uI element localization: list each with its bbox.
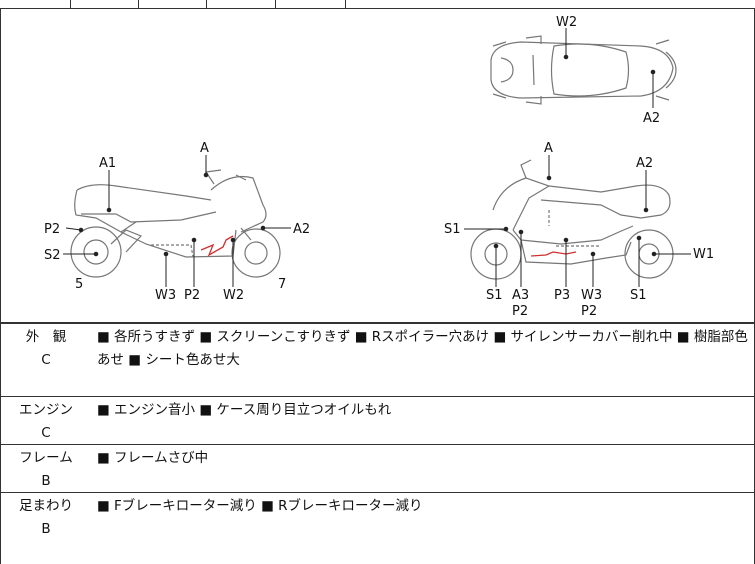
category-label: エンジン (19, 402, 73, 418)
label-right-w1: W1 (693, 247, 714, 262)
label-top-a2: A2 (643, 111, 660, 126)
row-category: エンジン C (1, 397, 91, 445)
grade-label: C (41, 425, 51, 441)
table-row-exterior: 外 観 C ■ 各所うすきず ■ スクリーンこすりきず ■ Rスポイラー穴あけ … (0, 323, 755, 396)
label-right-p2-b: P2 (581, 304, 597, 319)
label-left-p2: P2 (44, 222, 60, 237)
label-left-w3: W3 (155, 288, 176, 303)
grade-label: B (41, 473, 51, 489)
motorcycle-diagram: W2 A2 A1 A P2 S2 A2 5 W3 P2 W2 7 A A2 S1… (44, 15, 714, 319)
label-right-a: A (544, 141, 553, 156)
label-left-5: 5 (75, 277, 83, 292)
label-left-a1: A1 (99, 156, 116, 171)
table-row-engine: エンジン C ■ エンジン音小 ■ ケース周り目立つオイルもれ (0, 396, 755, 444)
label-right-s1-b2: S1 (630, 288, 647, 303)
row-items: ■ エンジン音小 ■ ケース周り目立つオイルもれ (97, 402, 392, 418)
leader-lines (63, 28, 691, 287)
category-label: フレーム (19, 450, 73, 466)
label-left-a: A (200, 141, 209, 156)
row-items: ■ Fブレーキローター減り ■ Rブレーキローター減り (97, 498, 423, 514)
scooter-left-view (70, 169, 281, 278)
top-table-strip (0, 0, 755, 9)
label-left-s2: S2 (44, 248, 61, 263)
label-right-a3: A3 (512, 288, 529, 303)
label-top-w2: W2 (556, 15, 577, 30)
label-right-p2-a: P2 (512, 304, 528, 319)
row-category: フレーム B (1, 445, 91, 493)
row-category: 外 観 C (1, 324, 91, 372)
table-row-frame: フレーム B ■ フレームさび中 (0, 444, 755, 492)
scooter-top-view (490, 35, 677, 105)
row-items: ■ 各所うすきず ■ スクリーンこすりきず ■ Rスポイラー穴あけ ■ サイレン… (97, 329, 748, 368)
label-left-p2-bottom: P2 (184, 288, 200, 303)
condition-table: 外 観 C ■ 各所うすきず ■ スクリーンこすりきず ■ Rスポイラー穴あけ … (0, 323, 755, 564)
damage-marks (200, 235, 577, 257)
label-right-a2: A2 (636, 156, 653, 171)
row-category: 足まわり B (1, 493, 91, 541)
grade-label: C (41, 352, 51, 368)
row-items: ■ フレームさび中 (97, 450, 209, 466)
label-left-7: 7 (278, 277, 286, 292)
table-row-suspension: 足まわり B ■ Fブレーキローター減り ■ Rブレーキローター減り (0, 492, 755, 564)
category-label: 足まわり (19, 498, 73, 514)
label-right-s1: S1 (444, 222, 461, 237)
label-left-a2: A2 (293, 222, 310, 237)
scooter-right-view (470, 159, 674, 280)
category-label: 外 観 (25, 329, 67, 345)
damage-diagram: W2 A2 A1 A P2 S2 A2 5 W3 P2 W2 7 A A2 S1… (0, 8, 755, 323)
label-right-s1-b1: S1 (486, 288, 503, 303)
label-left-w2: W2 (223, 288, 244, 303)
label-right-w3: W3 (581, 288, 602, 303)
label-right-p3: P3 (554, 288, 570, 303)
grade-label: B (41, 521, 51, 537)
